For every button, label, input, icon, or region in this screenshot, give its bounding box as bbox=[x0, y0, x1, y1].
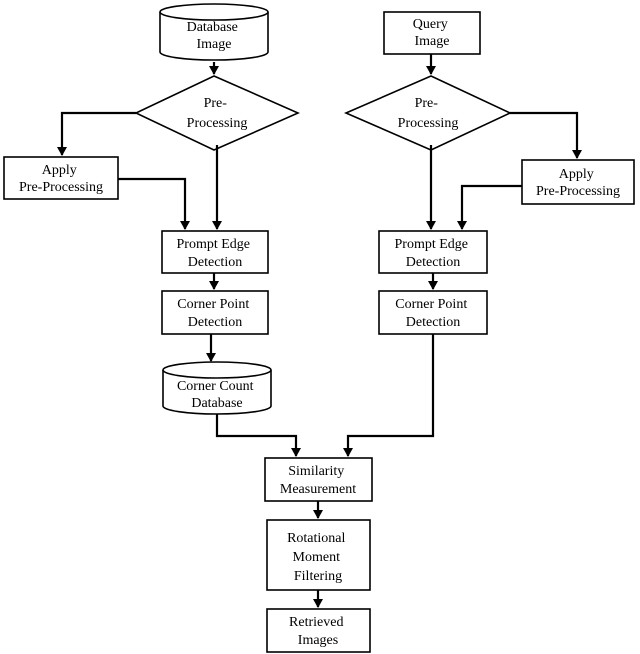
rotational-moment-filtering-label: Rotational Moment Filtering bbox=[287, 531, 349, 584]
edge-preprocessing-left-to-apply bbox=[57, 111, 136, 156]
retrieved-images-label: Retrieved Images bbox=[289, 615, 347, 648]
preprocessing-left-label: Pre- Processing bbox=[187, 96, 248, 131]
apply-preprocessing-right-label: Apply Pre-Processing bbox=[536, 167, 620, 199]
edge-corner-count-db-to-similarity bbox=[215, 414, 301, 457]
edge-corner-point-right-to-similarity bbox=[343, 334, 435, 457]
prompt-edge-right-node bbox=[378, 230, 488, 274]
database-image-node bbox=[159, 3, 269, 61]
prompt-edge-left-label: Prompt Edge Detection bbox=[177, 237, 254, 270]
corner-point-left-node bbox=[161, 290, 269, 335]
corner-count-database-node bbox=[162, 361, 272, 415]
preprocessing-right-label: Pre- Processing bbox=[398, 96, 459, 131]
preprocessing-left-decision bbox=[134, 75, 300, 151]
similarity-measurement-label: Similarity Measurement bbox=[280, 464, 356, 497]
edge-preprocessing-right-to-apply bbox=[510, 111, 582, 159]
corner-count-database-label: Corner Count Database bbox=[177, 379, 257, 411]
corner-point-right-label: Corner Point Detection bbox=[395, 297, 470, 330]
query-image-label: Query Image bbox=[413, 17, 452, 49]
database-image-label: Database Image bbox=[187, 20, 242, 52]
corner-point-right-node bbox=[378, 290, 488, 335]
retrieved-images-node bbox=[266, 608, 371, 653]
preprocessing-right-decision bbox=[343, 75, 512, 151]
edge-apply-left-to-prompt-edge bbox=[118, 177, 190, 230]
apply-preprocessing-left-label: Apply Pre-Processing bbox=[19, 163, 103, 195]
apply-preprocessing-right-node bbox=[521, 159, 635, 205]
prompt-edge-right-label: Prompt Edge Detection bbox=[395, 237, 472, 270]
corner-point-left-label: Corner Point Detection bbox=[177, 297, 252, 330]
rotational-moment-filtering-node bbox=[266, 519, 371, 591]
edge-apply-right-to-prompt-edge bbox=[457, 184, 522, 230]
